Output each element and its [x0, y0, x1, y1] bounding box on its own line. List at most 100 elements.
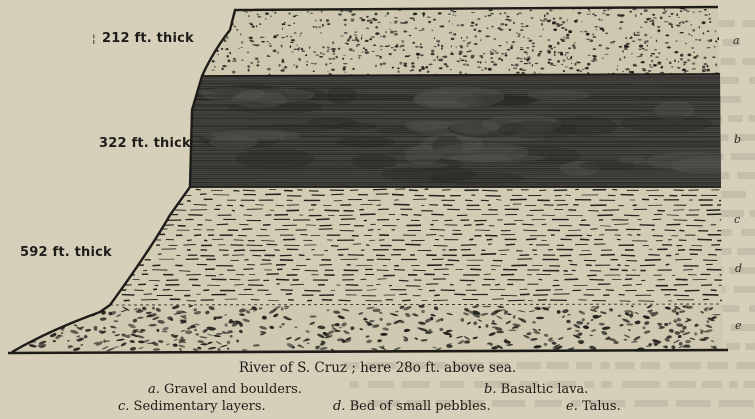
- gravel-speck: [523, 36, 524, 38]
- gravel-speck: [550, 63, 553, 66]
- gravel-speck: [548, 59, 552, 61]
- gravel-speck: [249, 37, 253, 39]
- gravel-speck: [293, 22, 295, 24]
- gravel-speck: [510, 46, 513, 49]
- gravel-speck: [507, 15, 508, 17]
- gravel-speck: [475, 24, 477, 26]
- gravel-speck: [404, 30, 406, 33]
- gravel-speck: [293, 16, 296, 18]
- sediment-dash: [430, 229, 445, 230]
- gravel-speck: [544, 18, 548, 21]
- talus-fragment: [50, 310, 56, 314]
- gravel-speck: [451, 38, 455, 41]
- gravel-speck: [420, 54, 424, 56]
- gravel-speck: [625, 46, 629, 48]
- gravel-speck: [322, 24, 324, 26]
- gravel-speck: [354, 31, 357, 33]
- gravel-speck: [422, 28, 425, 30]
- gravel-speck: [399, 46, 401, 48]
- gravel-speck: [639, 45, 643, 48]
- sediment-dash: [109, 189, 122, 190]
- gravel-speck: [539, 51, 542, 53]
- gravel-speck: [433, 59, 436, 61]
- gravel-speck: [452, 23, 453, 24]
- gravel-speck: [222, 20, 225, 22]
- gravel-speck: [596, 29, 598, 30]
- gravel-speck: [644, 21, 648, 23]
- gravel-speck: [566, 34, 569, 37]
- gravel-speck: [437, 56, 439, 59]
- gravel-speck: [613, 41, 615, 42]
- sediment-dash: [601, 255, 615, 256]
- gravel-speck: [516, 32, 517, 34]
- gravel-speck: [431, 53, 435, 56]
- gravel-speck: [550, 48, 553, 50]
- sediment-dash: [522, 224, 533, 225]
- gravel-speck: [354, 34, 357, 35]
- gravel-speck: [685, 43, 687, 44]
- gravel-speck: [369, 38, 372, 40]
- gravel-speck: [380, 45, 384, 47]
- gravel-speck: [413, 19, 415, 21]
- talus-layer: [0, 295, 755, 365]
- gravel-speck: [516, 72, 520, 74]
- gravel-speck: [683, 61, 687, 63]
- gravel-speck: [247, 65, 250, 68]
- gravel-speck: [559, 17, 562, 19]
- gravel-speck: [267, 55, 268, 56]
- talus-fragment: [98, 305, 103, 308]
- gravel-speck: [460, 59, 464, 61]
- sediment-dash: [495, 284, 500, 285]
- gravel-speck: [509, 29, 511, 31]
- legend-text-b: Basaltic lava.: [496, 382, 588, 397]
- sediment-dash: [99, 280, 103, 281]
- gravel-speck: [419, 69, 422, 72]
- sediment-dash: [339, 300, 351, 301]
- side-letter-e: e: [735, 319, 742, 332]
- gravel-speck: [518, 12, 522, 14]
- gravel-speck: [488, 68, 492, 71]
- gravel-speck: [256, 25, 257, 27]
- gravel-speck: [218, 23, 221, 25]
- sediment-dash: [200, 194, 207, 195]
- gravel-speck: [220, 13, 222, 15]
- gravel-speck: [459, 53, 462, 55]
- gravel-speck: [297, 45, 299, 46]
- gravel-speck: [389, 53, 392, 55]
- gravel-speck: [332, 48, 336, 50]
- sediment-dash: [517, 259, 532, 260]
- legend-key-d: d.: [333, 399, 345, 414]
- gravel-speck: [599, 27, 600, 29]
- gravel-speck: [588, 55, 591, 56]
- sediment-dash: [116, 204, 129, 205]
- gravel-speck: [439, 67, 442, 69]
- gravel-speck: [622, 71, 624, 72]
- gravel-speck: [327, 23, 330, 25]
- gravel-speck: [660, 72, 664, 74]
- gravel-speck: [403, 49, 405, 51]
- gravel-speck: [344, 72, 346, 73]
- gravel-speck: [677, 67, 681, 69]
- gravel-speck: [704, 14, 708, 16]
- sediment-dash: [640, 225, 655, 226]
- sediment-dash: [469, 239, 473, 240]
- lava-shade-patch: [450, 119, 501, 134]
- gravel-speck: [664, 10, 667, 12]
- gravel-speck: [343, 19, 346, 21]
- sediment-dash: [464, 225, 472, 226]
- gravel-speck: [393, 49, 396, 51]
- gravel-speck: [294, 32, 297, 34]
- sediment-dash: [197, 294, 201, 295]
- gravel-speck: [288, 12, 290, 14]
- gravel-speck: [322, 46, 324, 49]
- gravel-speck: [529, 10, 532, 11]
- sediment-dash: [203, 290, 209, 291]
- gravel-speck: [397, 67, 400, 69]
- gravel-speck: [639, 49, 642, 51]
- gravel-speck: [484, 67, 487, 70]
- gravel-speck: [532, 45, 535, 47]
- talus-fragment: [17, 322, 22, 325]
- talus-fragment: [39, 321, 48, 325]
- gravel-speck: [570, 56, 572, 59]
- gravel-speck: [226, 36, 228, 39]
